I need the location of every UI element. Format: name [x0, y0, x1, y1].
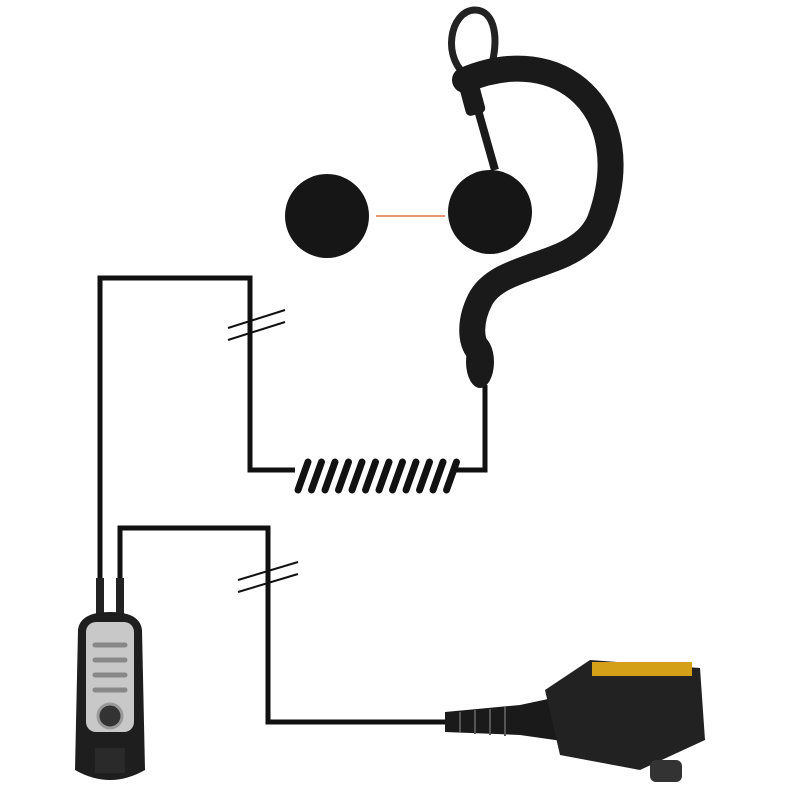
foam-cover [285, 174, 369, 258]
coil-loop [308, 458, 325, 494]
coil-loop [321, 458, 339, 494]
radio-connector [445, 660, 705, 782]
cables [97, 275, 488, 725]
coil-loop [402, 458, 420, 494]
earpiece-cable [455, 385, 488, 473]
ptt-button [75, 578, 145, 780]
ear-hook-earpiece [448, 6, 624, 388]
coil-cable [294, 458, 460, 494]
coil-loop [443, 458, 460, 494]
coil-loop [348, 458, 366, 494]
left-cable [97, 275, 295, 590]
connector-cable [117, 525, 450, 725]
coil-loop [416, 458, 433, 494]
coil-loop [362, 458, 379, 494]
coil-loop [429, 458, 447, 494]
foam-on-earpiece [448, 170, 532, 254]
coil-loop [335, 458, 352, 494]
coil-loop [375, 458, 393, 494]
break-marks [227, 309, 299, 593]
coil-loop [389, 458, 406, 494]
coil-loop [294, 458, 312, 494]
